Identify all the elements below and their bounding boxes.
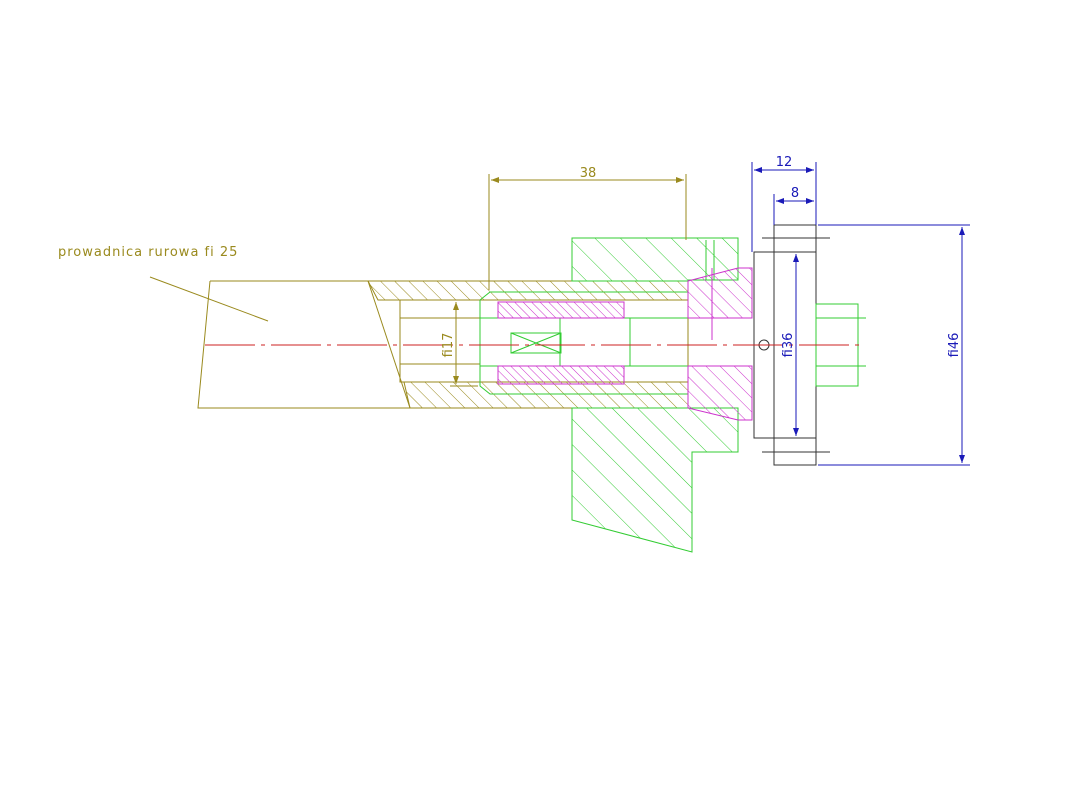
housing-upper xyxy=(571,237,739,282)
tube-cut-line xyxy=(367,280,411,409)
tube-wall-top xyxy=(367,280,689,301)
dim-fi46-label: fi46 xyxy=(947,333,962,358)
dimension-fi46 xyxy=(818,224,970,466)
tube-guide-label: prowadnica rurowa fi 25 xyxy=(58,245,238,260)
dim-38-label: 38 xyxy=(580,166,597,181)
housing xyxy=(479,237,750,553)
housing-lower xyxy=(571,407,739,553)
dim-8-label: 8 xyxy=(791,186,799,201)
dimension-38 xyxy=(488,174,687,290)
dim-12-label: 12 xyxy=(776,155,793,170)
dim-fi36-label: fi36 xyxy=(781,333,796,358)
bore-step xyxy=(399,299,481,383)
tube-guide xyxy=(149,276,689,409)
pink-collar-top xyxy=(687,267,753,319)
insert-top xyxy=(497,301,625,319)
label-leader xyxy=(149,276,269,322)
pink-collar-bottom xyxy=(687,365,753,421)
dimension-12-8 xyxy=(751,162,817,252)
insert xyxy=(497,267,753,421)
dimension-fi17 xyxy=(450,299,478,387)
insert-bottom xyxy=(497,365,625,385)
tube-wall-bottom xyxy=(403,381,689,409)
dim-fi17-label: fi17 xyxy=(441,333,456,358)
